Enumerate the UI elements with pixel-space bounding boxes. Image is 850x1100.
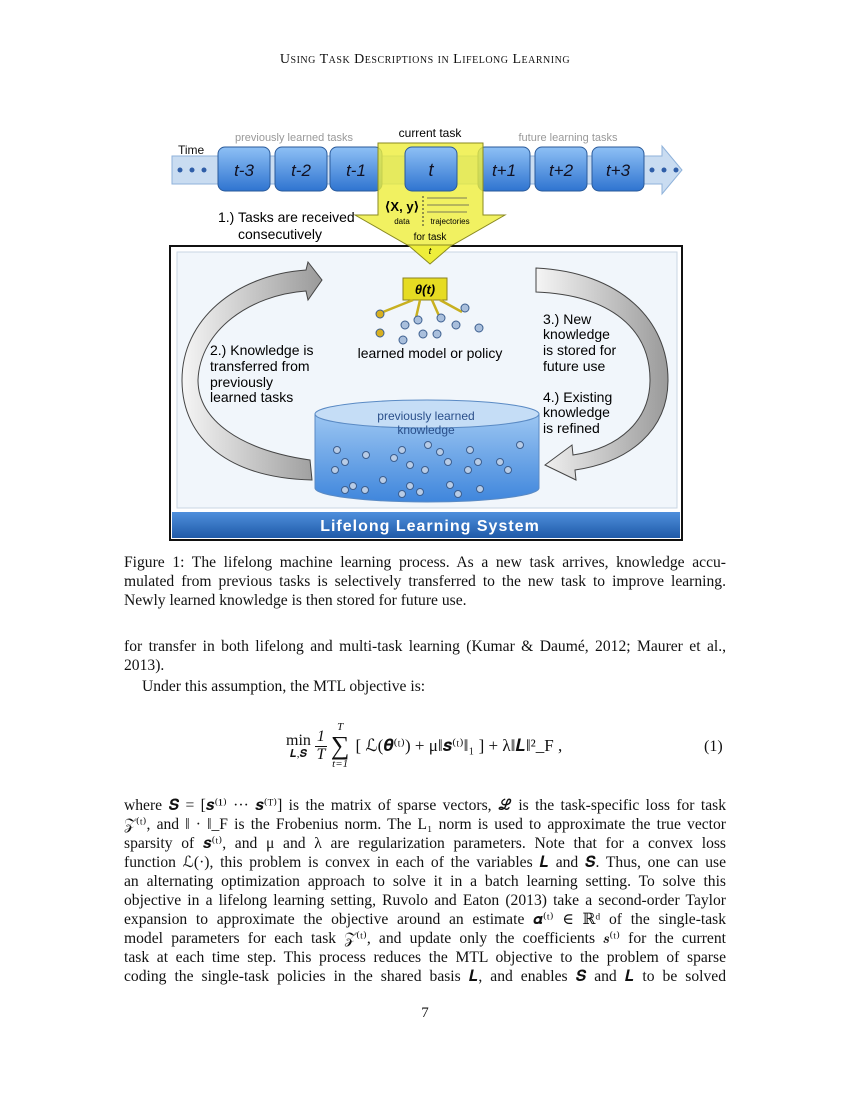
svg-text:knowledge: knowledge xyxy=(543,326,610,342)
body-line: function ℒ(·), this problem is convex in… xyxy=(124,854,726,871)
knowledge-node xyxy=(341,458,349,466)
knowledge-node xyxy=(331,466,339,474)
system-label: Lifelong Learning System xyxy=(320,518,540,535)
svg-text:future use: future use xyxy=(543,358,605,374)
body-line: Under this assumption, the MTL objective… xyxy=(142,678,426,695)
task-box xyxy=(274,146,328,192)
knowledge-node xyxy=(446,481,454,489)
knowledge-node xyxy=(390,454,398,462)
knowledge-node xyxy=(341,486,349,494)
task-box-current xyxy=(404,146,458,192)
future-tasks-label: future learning tasks xyxy=(518,132,618,144)
svg-text:consecutively: consecutively xyxy=(238,226,322,242)
current-task-arrow-tip xyxy=(406,244,454,265)
svg-text:data: data xyxy=(394,217,410,226)
body-line: where 𝑺 = [𝒔⁽¹⁾ ··· 𝒔⁽ᵀ⁾] is the matrix … xyxy=(124,797,726,814)
svg-text:t: t xyxy=(428,160,434,180)
task-label: t+2 xyxy=(549,161,574,180)
equation-number: (1) xyxy=(704,738,723,755)
time-label: Time xyxy=(178,143,205,157)
step2-label: 2.) Knowledge is xyxy=(210,342,314,358)
knowledge-node xyxy=(398,490,406,498)
data-symbol: ⟨X, y⟩ xyxy=(384,199,419,214)
task-box xyxy=(534,146,588,192)
model-label: learned model or policy xyxy=(358,345,503,361)
caption-line: Newly learned knowledge is then stored f… xyxy=(124,592,467,609)
knowledge-node xyxy=(504,466,512,474)
body-line: for transfer in both lifelong and multi-… xyxy=(124,638,726,655)
body-line: expansion to approximate the objective a… xyxy=(124,911,726,928)
theta-label: θ(t) xyxy=(415,282,435,297)
knowledge-node xyxy=(379,476,387,484)
body-line: 𝒵⁽ᵗ⁾, and ‖ · ‖_F is the Frobenius norm.… xyxy=(124,816,726,833)
knowledge-base-label: previously learned xyxy=(377,409,474,423)
knowledge-node xyxy=(421,466,429,474)
task-box xyxy=(217,146,271,192)
knowledge-node xyxy=(333,446,341,454)
knowledge-node xyxy=(454,490,462,498)
task-label: t+1 xyxy=(492,161,516,180)
lifelong-learning-figure: Time previously learned tasks future lea… xyxy=(169,126,683,541)
current-task-arrow xyxy=(353,142,507,259)
svg-text:knowledge: knowledge xyxy=(543,404,610,420)
task-label: t+3 xyxy=(606,161,631,180)
knowledge-node xyxy=(361,486,369,494)
step4-label: 4.) Existing xyxy=(543,389,612,405)
knowledge-node xyxy=(424,441,432,449)
knowledge-node xyxy=(436,448,444,456)
body-line: an alternating optimization approach to … xyxy=(124,873,726,890)
step3-label: 3.) New xyxy=(543,311,592,327)
task-label: t-1 xyxy=(346,161,366,180)
knowledge-node xyxy=(416,488,424,496)
current-task-label: current task xyxy=(399,126,463,140)
knowledge-node xyxy=(474,458,482,466)
page-number: 7 xyxy=(421,1005,429,1021)
body-line: sparsity of 𝒔⁽ᵗ⁾, and μ and λ are regula… xyxy=(124,835,726,852)
knowledge-node xyxy=(362,451,370,459)
knowledge-node xyxy=(466,446,474,454)
step1-label: 1.) Tasks are received xyxy=(218,209,355,225)
svg-text:transferred from: transferred from xyxy=(210,358,310,374)
transfer-arrow xyxy=(181,260,323,481)
svg-text:is stored for: is stored for xyxy=(543,342,616,358)
store-arrow xyxy=(535,267,669,481)
svg-text:knowledge: knowledge xyxy=(397,423,455,437)
knowledge-node xyxy=(406,461,414,469)
svg-text:trajectories: trajectories xyxy=(430,217,469,226)
caption-line: mulated from previous tasks is selective… xyxy=(124,573,726,590)
svg-text:learned tasks: learned tasks xyxy=(210,389,293,405)
task-label: t-2 xyxy=(291,161,311,180)
knowledge-node xyxy=(516,441,524,449)
body-line: coding the single-task policies in the s… xyxy=(124,968,726,985)
previous-tasks-label: previously learned tasks xyxy=(235,132,354,144)
knowledge-node xyxy=(476,485,484,493)
task-label: t-3 xyxy=(234,161,254,180)
body-line: 2013). xyxy=(124,657,165,674)
caption-line: Figure 1: The lifelong machine learning … xyxy=(124,554,726,571)
knowledge-node xyxy=(496,458,504,466)
body-line: objective in a lifelong learning setting… xyxy=(124,892,726,909)
system-bar xyxy=(172,512,680,538)
knowledge-node xyxy=(444,458,452,466)
running-header: Using Task Descriptions in Lifelong Lear… xyxy=(279,52,571,67)
svg-text:previously: previously xyxy=(210,374,273,390)
body-line: task at each time step. This process red… xyxy=(124,949,726,966)
knowledge-base xyxy=(314,399,540,503)
knowledge-node xyxy=(406,482,414,490)
svg-text:for task: for task xyxy=(414,232,448,243)
knowledge-node xyxy=(349,482,357,490)
knowledge-node xyxy=(398,446,406,454)
svg-text:is refined: is refined xyxy=(543,420,600,436)
theta-box xyxy=(402,277,448,301)
knowledge-node xyxy=(464,466,472,474)
task-box xyxy=(591,146,645,192)
body-line: model parameters for each task 𝒵⁽ᵗ⁾, and… xyxy=(124,930,726,947)
for-task-t-label: t xyxy=(429,246,432,256)
